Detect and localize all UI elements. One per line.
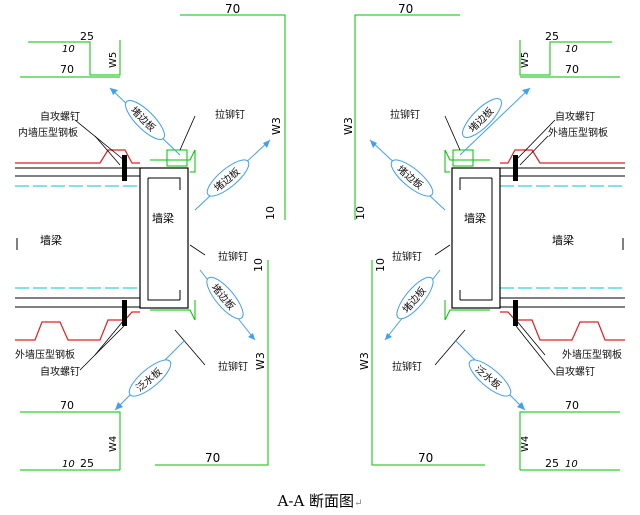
right-screw-top — [513, 155, 518, 181]
left-dim-10-top: 10 — [62, 44, 75, 55]
left-w5-line — [28, 40, 121, 76]
left-label-screw-top: 自攻螺钉 — [40, 110, 80, 123]
caption-return-mark: ↵ — [354, 498, 363, 509]
left-dim-25-bot: 25 — [80, 457, 94, 470]
left-wall-beam — [139, 167, 189, 309]
left-wall-beam-label-2: 墙梁 — [40, 233, 62, 247]
right-dim-25-bot: 25 — [545, 457, 559, 470]
right-inner-panel — [500, 149, 625, 164]
left-label-inner-panel: 内墙压型钢板 — [18, 126, 78, 139]
left-wall-beam-label: 墙梁 — [152, 211, 174, 225]
right-w3-lower: W3 — [358, 352, 371, 370]
left-w4-label: W4 — [108, 436, 119, 452]
right-label-rivet-mid: 拉铆钉 — [392, 250, 422, 263]
caption-text: A-A 断面图 — [277, 492, 355, 510]
right-w5-line — [519, 40, 612, 76]
right-w4-line — [519, 411, 620, 470]
right-bottom-dim-70: 70 — [565, 399, 579, 412]
left-outer-panel — [15, 311, 140, 341]
right-label-outer-panel-top: 外墙压型钢板 — [548, 126, 608, 139]
right-label-rivet-bot: 拉铆钉 — [392, 360, 422, 373]
right-label-outer-panel-bot: 外墙压型钢板 — [562, 348, 622, 361]
right-top-dim-70: 70 — [398, 2, 413, 16]
left-dim-25: 25 — [80, 30, 94, 43]
left-10-upper: 10 — [264, 206, 277, 220]
right-wall-beam-label-2: 墙梁 — [552, 233, 574, 247]
left-flashing-bot — [150, 300, 196, 321]
left-w5-label: W5 — [108, 52, 119, 68]
right-screw-bot — [513, 300, 518, 326]
right-w3-upper: W3 — [342, 117, 355, 135]
left-inner-panel — [15, 149, 140, 164]
right-w4-label: W4 — [520, 436, 531, 452]
left-flashing-top — [150, 149, 196, 173]
right-w5-label: W5 — [520, 52, 531, 68]
left-label-rivet-top: 拉铆钉 — [215, 108, 245, 121]
left-label-outer-panel: 外墙压型钢板 — [15, 348, 75, 361]
right-dim-10-bot: 10 — [565, 459, 578, 470]
left-dim-10-bot: 10 — [62, 459, 75, 470]
right-flashing-top — [444, 149, 490, 173]
left-dim-70-top: 70 — [60, 63, 74, 76]
right-10-lower: 10 — [374, 258, 387, 272]
left-label-rivet-bot: 拉铆钉 — [218, 360, 248, 373]
right-label-screw-top: 自攻螺钉 — [555, 110, 595, 123]
left-w3-lower: W3 — [254, 352, 267, 370]
left-label-screw-bot: 自攻螺钉 — [40, 365, 80, 378]
right-dim-25: 25 — [545, 30, 559, 43]
figure-caption: A-A 断面图↵ — [0, 490, 640, 511]
left-screw-top — [122, 155, 127, 181]
right-bottom-70: 70 — [418, 451, 433, 465]
left-10-lower: 10 — [252, 258, 265, 272]
right-dim-10-top: 10 — [565, 44, 578, 55]
left-bottom-70: 70 — [205, 451, 220, 465]
left-detail: 70 W3 10 25 10 70 W5 墙梁 墙梁 — [15, 2, 286, 471]
right-label-screw-bot: 自攻螺钉 — [555, 365, 595, 378]
left-bottom-dim-70: 70 — [60, 399, 74, 412]
left-screw-bot — [122, 300, 127, 326]
left-w4-line — [20, 411, 121, 470]
right-wall-beam — [451, 167, 501, 309]
left-top-dim-line — [180, 14, 286, 220]
left-w3-upper: W3 — [270, 117, 283, 135]
left-top-dim-70: 70 — [225, 2, 240, 16]
right-dim-70-top: 70 — [565, 63, 579, 76]
right-label-rivet-top: 拉铆钉 — [390, 108, 420, 121]
right-detail: 70 W3 10 25 10 70 W5 墙梁 墙梁 W3 10 70 — [342, 2, 625, 471]
right-outer-panel — [500, 311, 625, 341]
right-wall-beam-label: 墙梁 — [464, 211, 486, 225]
left-label-rivet-mid: 拉铆钉 — [218, 250, 248, 263]
left-bottom-dim-line — [155, 260, 269, 466]
right-flashing-bot — [444, 300, 490, 321]
right-top-dim-line — [354, 14, 460, 220]
right-bottom-dim-line — [371, 260, 485, 466]
right-10-upper: 10 — [354, 206, 367, 220]
